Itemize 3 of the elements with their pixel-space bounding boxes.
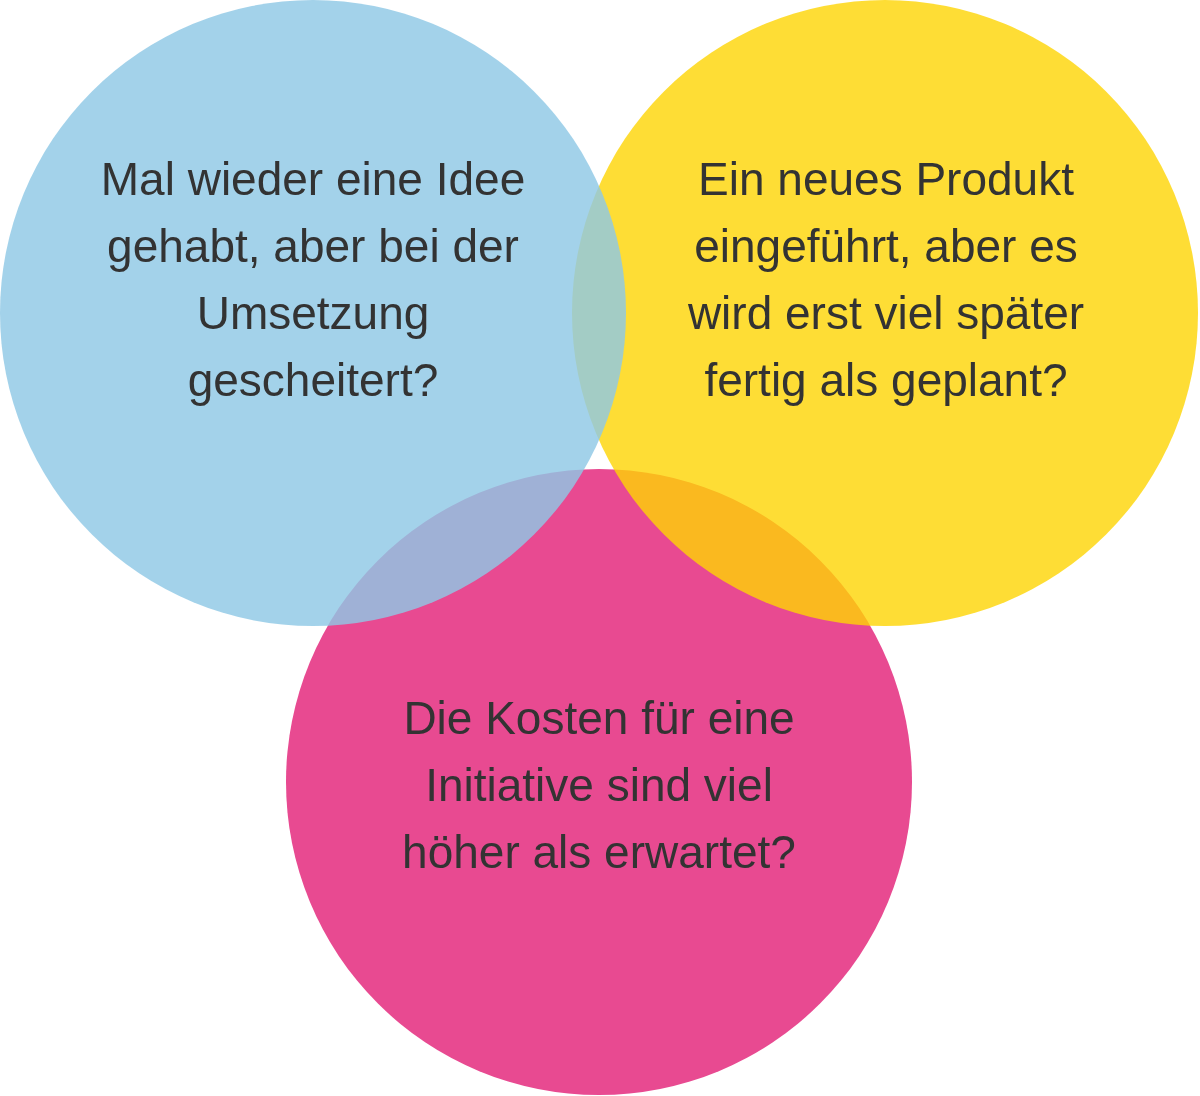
question-text: Die Kosten für eine Initiative sind viel höher als erwartet? [401,690,797,880]
question-text: Mal wieder eine Idee gehabt, aber bei der Umsetzung gescheitert? [99,152,527,408]
question-text: Ein neues Produkt eingeführt, aber es wird erst viel später fertig als geplant? [686,152,1086,408]
